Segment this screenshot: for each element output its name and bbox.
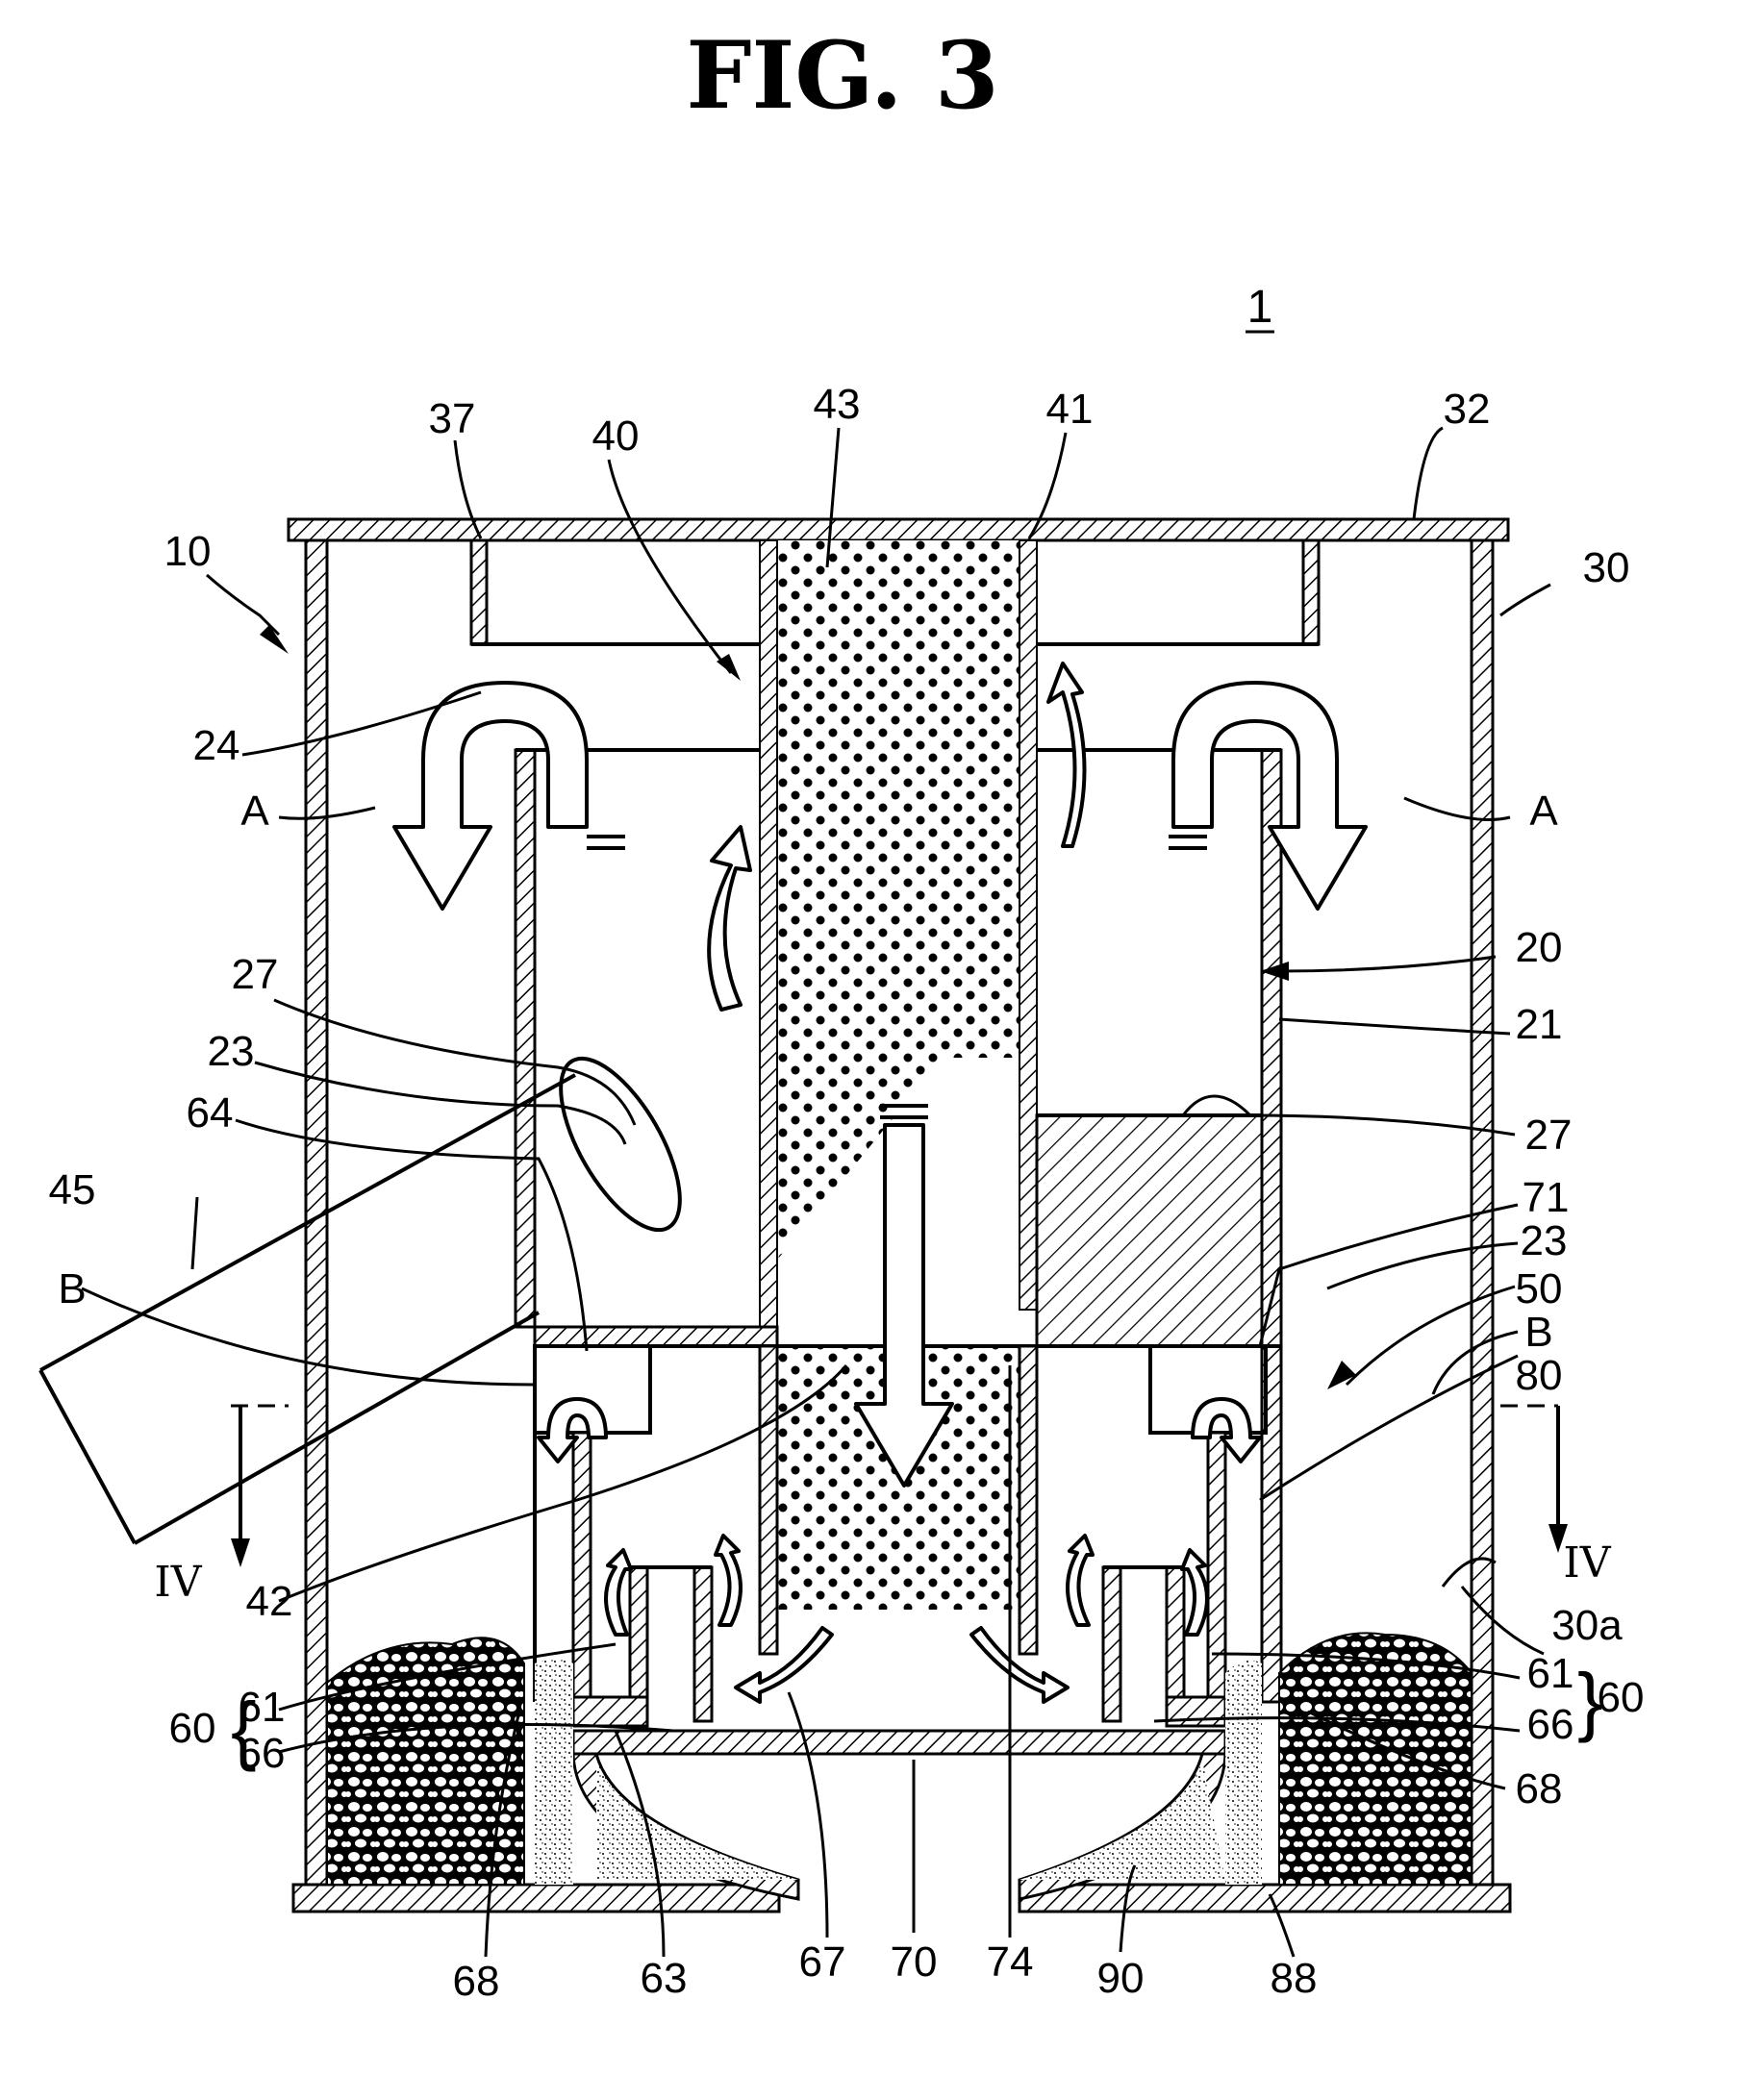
label-61-right: 61 bbox=[1527, 1650, 1574, 1697]
label-64: 64 bbox=[187, 1089, 234, 1137]
label-41: 41 bbox=[1046, 386, 1094, 433]
debris-deposits bbox=[327, 1633, 1472, 1885]
label-80: 80 bbox=[1516, 1352, 1563, 1399]
label-74: 74 bbox=[987, 1938, 1034, 1986]
label-B-right: B bbox=[1524, 1309, 1552, 1356]
label-68-left: 68 bbox=[453, 1958, 500, 2005]
label-1: 1 bbox=[1247, 282, 1273, 333]
label-37: 37 bbox=[429, 395, 476, 442]
label-66-right: 66 bbox=[1527, 1701, 1574, 1748]
brace-right: } bbox=[1577, 1658, 1603, 1743]
label-IV-right: IV bbox=[1563, 1538, 1611, 1588]
label-70: 70 bbox=[891, 1938, 938, 1986]
label-45: 45 bbox=[49, 1166, 96, 1213]
label-63: 63 bbox=[641, 1955, 688, 2002]
label-27-right: 27 bbox=[1525, 1112, 1573, 1159]
label-30a: 30a bbox=[1551, 1602, 1623, 1649]
label-42: 42 bbox=[246, 1578, 293, 1625]
label-23-left: 23 bbox=[208, 1028, 255, 1075]
label-30: 30 bbox=[1583, 544, 1630, 591]
figure-title: FIG. 3 bbox=[686, 21, 998, 130]
label-60-right: 60 bbox=[1598, 1674, 1645, 1721]
label-43: 43 bbox=[814, 381, 861, 428]
label-A-right: A bbox=[1529, 788, 1558, 835]
label-B-left: B bbox=[58, 1265, 86, 1312]
label-67: 67 bbox=[799, 1938, 846, 1986]
label-40: 40 bbox=[592, 412, 640, 460]
label-A-left: A bbox=[240, 788, 269, 835]
label-50: 50 bbox=[1516, 1265, 1563, 1312]
label-88: 88 bbox=[1271, 1955, 1318, 2002]
label-71: 71 bbox=[1523, 1174, 1570, 1221]
label-27-left: 27 bbox=[232, 951, 279, 998]
label-10: 10 bbox=[164, 528, 212, 575]
inlet-pipe-45 bbox=[40, 1040, 703, 1543]
label-23-right: 23 bbox=[1521, 1217, 1568, 1264]
label-20: 20 bbox=[1516, 924, 1563, 971]
label-21: 21 bbox=[1516, 1001, 1563, 1048]
label-90: 90 bbox=[1097, 1955, 1145, 2002]
label-32: 32 bbox=[1444, 386, 1491, 433]
label-IV-left: IV bbox=[154, 1558, 202, 1607]
label-60-left: 60 bbox=[169, 1705, 216, 1752]
label-24: 24 bbox=[193, 722, 240, 769]
label-68-right: 68 bbox=[1516, 1765, 1563, 1812]
brace-left: { bbox=[231, 1687, 257, 1772]
